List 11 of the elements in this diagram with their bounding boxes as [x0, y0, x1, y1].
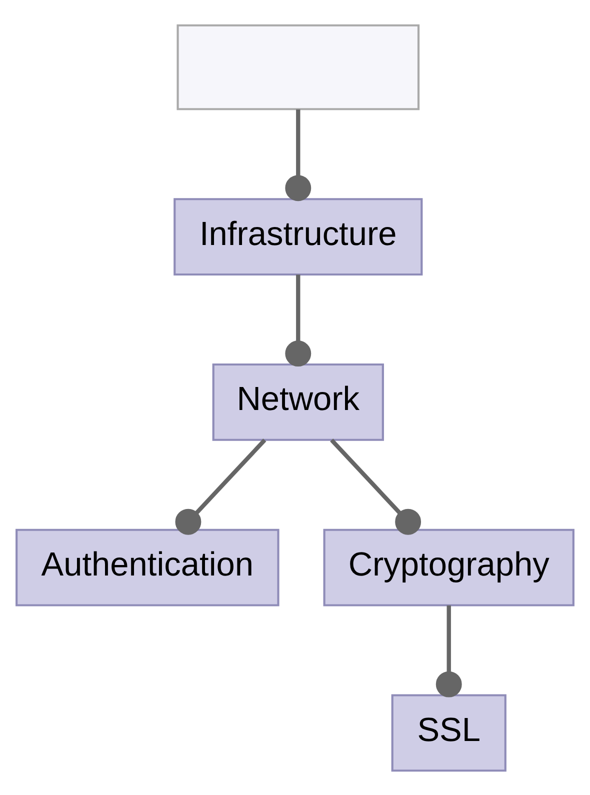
node-box: [176, 24, 420, 110]
node-box: Cryptography: [323, 528, 574, 606]
connector: [436, 604, 462, 697]
connector: [285, 274, 312, 366]
connector: [175, 438, 266, 534]
node-box: Authentication: [16, 528, 280, 606]
node-box: SSL: [391, 694, 506, 772]
connector: [285, 108, 312, 201]
node-box: Network: [212, 362, 384, 440]
connector: [330, 438, 422, 534]
node-box: Infrastructure: [174, 198, 423, 276]
